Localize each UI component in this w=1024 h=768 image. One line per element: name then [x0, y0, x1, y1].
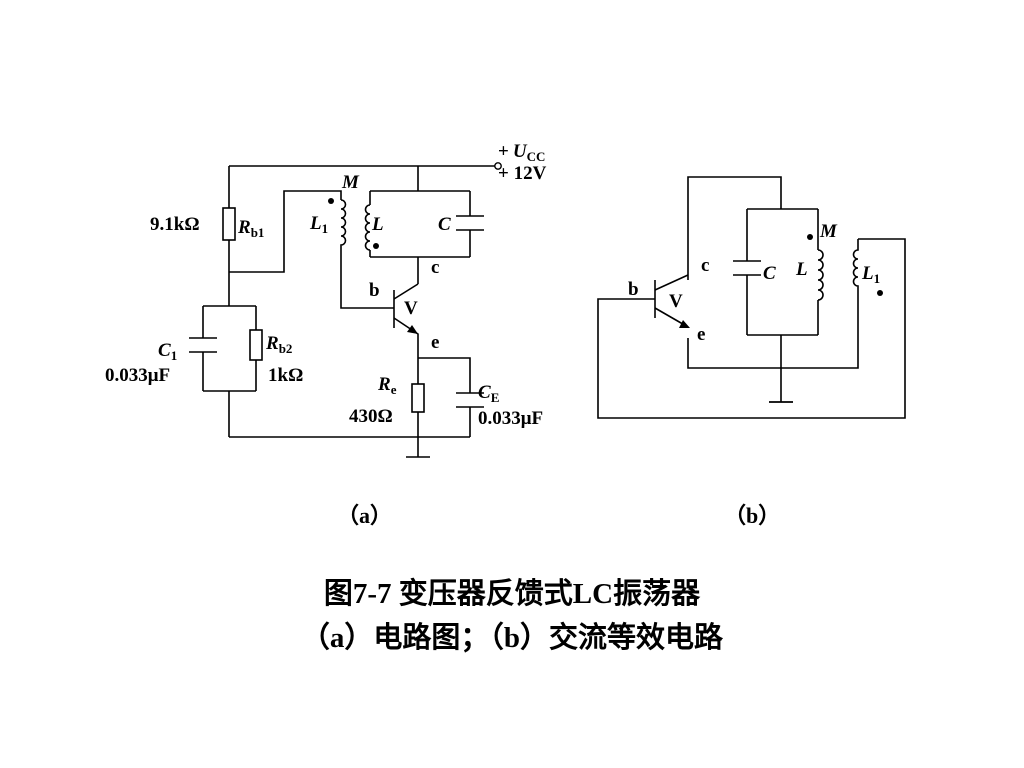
- transistor-label-a: V: [404, 298, 418, 319]
- circuit-b: c b V e C M L L1 （b）: [597, 176, 906, 528]
- l-dot-icon: [373, 243, 379, 249]
- circuit-a: +UCC + 12V M 9.1kΩ Rb1 L1 L C c b V e C1…: [105, 141, 547, 528]
- bias-to-l1-wire: [229, 190, 342, 273]
- supply-terminal: [494, 162, 502, 170]
- pin-c-label-a: c: [431, 257, 439, 278]
- pin-e-label-b: e: [697, 324, 705, 345]
- mutual-label-b: M: [819, 221, 838, 242]
- c-capacitor-icon: [456, 215, 484, 231]
- rb2-resistor-icon: [249, 329, 263, 361]
- rb1-resistor-icon: [222, 207, 236, 241]
- ce-capacitor-icon: [456, 392, 484, 408]
- l-inductor-b-icon: [817, 249, 824, 301]
- rb1-value: 9.1kΩ: [150, 214, 200, 235]
- l1-inductor-b-icon: [687, 239, 859, 369]
- ce-label: CE: [478, 382, 499, 405]
- c-label-b: C: [763, 263, 776, 284]
- supply-value: + 12V: [498, 163, 547, 184]
- collector-wire-b: [687, 176, 782, 280]
- l1-dot-b-icon: [877, 290, 883, 296]
- mutual-label-a: M: [341, 172, 360, 193]
- l-dot-b-icon: [807, 234, 813, 240]
- rb2-label: Rb2: [265, 333, 292, 356]
- l1-inductor-icon: [340, 199, 394, 309]
- pin-b-label-a: b: [369, 280, 380, 301]
- emitter-arrow-icon: [407, 325, 418, 334]
- ce-value: 0.033μF: [478, 408, 543, 429]
- re-resistor-icon: [411, 383, 425, 413]
- l-label-b: L: [795, 259, 808, 280]
- l1-label-b: L1: [861, 263, 880, 286]
- l1-label-a: L1: [309, 213, 328, 236]
- caption-a: （a）: [337, 503, 392, 528]
- c1-capacitor-icon: [189, 337, 217, 353]
- c1-value: 0.033μF: [105, 365, 170, 386]
- transistor-label-b: V: [669, 291, 683, 312]
- rb2-value: 1kΩ: [268, 365, 303, 386]
- pin-c-label-b: c: [701, 255, 709, 276]
- figure-title-line1: 图7-7 变压器反馈式LC振荡器: [323, 578, 701, 610]
- rb1-label: Rb1: [237, 217, 264, 240]
- emitter-arrow-b-icon: [679, 320, 690, 328]
- pin-b-label-b: b: [628, 279, 639, 300]
- figure-title-line2: （a）电路图；（b）交流等效电路: [300, 622, 724, 654]
- re-label: Re: [377, 374, 397, 397]
- caption-b: （b）: [724, 503, 780, 528]
- re-value: 430Ω: [349, 406, 393, 427]
- supply-label: +UCC: [498, 141, 545, 164]
- pin-e-label-a: e: [431, 332, 439, 353]
- l-label-a: L: [371, 214, 384, 235]
- l-inductor-icon: [364, 204, 371, 251]
- c-capacitor-b-icon: [733, 260, 761, 276]
- ground-a-icon: [406, 437, 430, 458]
- l1-dot-icon: [328, 198, 334, 204]
- c-label-a: C: [438, 214, 451, 235]
- c1-label: C1: [158, 340, 177, 363]
